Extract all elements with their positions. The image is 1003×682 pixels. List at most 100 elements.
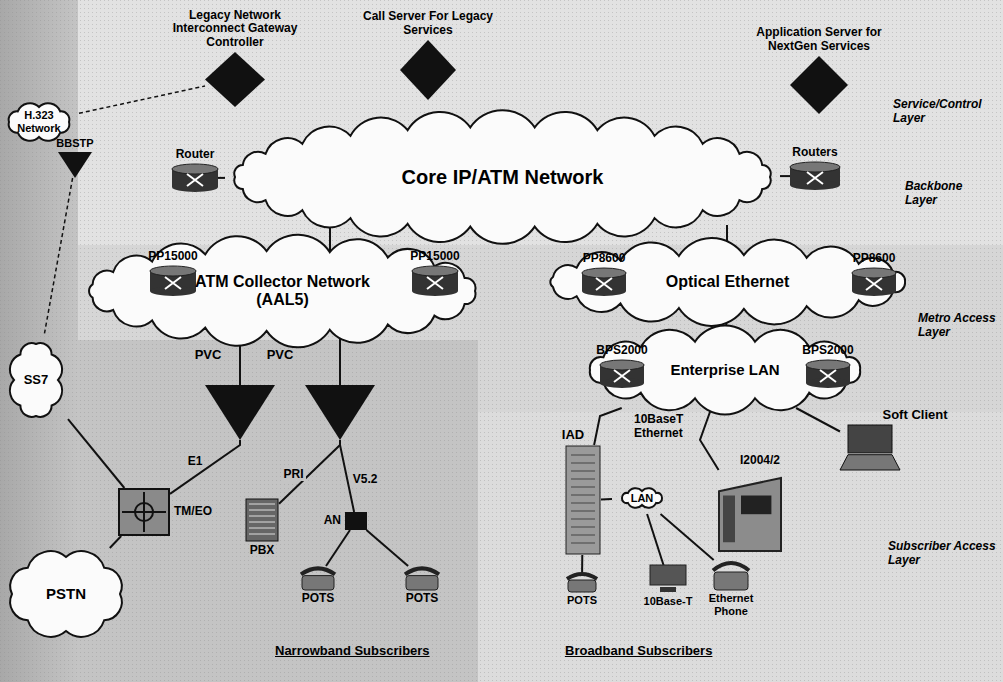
laptop-base — [840, 455, 900, 470]
connector — [601, 498, 612, 500]
edge-label-text: V5.2 — [353, 472, 378, 486]
node-label: Enterprise LAN — [670, 361, 779, 378]
text-holder: Application Server for NextGen Services — [747, 26, 892, 54]
text-holder: PBX — [250, 544, 275, 558]
node-shape — [582, 268, 626, 296]
layer-name: Subscriber Access Layer — [888, 540, 998, 568]
node-shape — [150, 266, 196, 296]
cylinder-top — [852, 268, 896, 278]
triangle-symbol — [205, 385, 275, 440]
pbx-slot — [249, 510, 275, 511]
connector — [796, 408, 840, 432]
switch-icon: PP15000 — [412, 266, 458, 296]
switch-icon: PP8600 — [582, 268, 626, 296]
node-label: PP15000 — [410, 250, 459, 264]
cloud-outline — [550, 238, 905, 326]
text-holder: PVC — [195, 348, 222, 363]
node-label: IAD — [562, 428, 584, 443]
connector — [218, 177, 225, 179]
node-label: Legacy Network Interconnect Gateway Cont… — [171, 9, 299, 50]
text-holder: Core IP/ATM Network — [402, 166, 604, 189]
node-shape — [840, 425, 900, 470]
text-holder: TM/EO — [174, 505, 212, 519]
pbx-slot — [249, 516, 275, 517]
connector — [366, 530, 408, 566]
edge-label-text: PRI — [283, 467, 303, 481]
access-node: AN — [345, 512, 367, 530]
text-holder: PP15000 — [410, 250, 459, 264]
node-shape — [566, 572, 598, 592]
text-holder: Router — [176, 148, 215, 162]
text-holder: Call Server For Legacy Services — [358, 10, 498, 38]
server-diamond: Legacy Network Interconnect Gateway Cont… — [205, 52, 265, 107]
iad-vent — [571, 527, 595, 528]
pvc-triangle: PVC — [305, 385, 375, 440]
phone-base — [568, 580, 596, 592]
node-label: BPS2000 — [802, 344, 853, 358]
cylinder-top — [806, 360, 850, 370]
edge-label: PRI — [281, 467, 305, 481]
switch-cross — [614, 370, 630, 382]
connector — [44, 178, 72, 335]
diamond-symbol — [400, 40, 456, 100]
stp-triangle: BBSTP — [58, 152, 92, 178]
layer-name: Metro Access Layer — [918, 312, 998, 340]
network-cloud: LAN — [612, 482, 672, 514]
node-label: Core IP/ATM Network — [402, 166, 604, 189]
phone-handset — [405, 568, 439, 574]
text-holder: ATM Collector Network(AAL5) — [195, 273, 370, 310]
node-label: LAN — [631, 492, 654, 505]
cloud-outline — [10, 343, 62, 417]
phone-base — [714, 572, 748, 590]
triangle-symbol — [305, 385, 375, 440]
node-label: Ethernet Phone — [701, 592, 761, 617]
node-shape — [648, 565, 688, 593]
cylinder-base — [790, 180, 840, 190]
iad-icon: IAD — [565, 445, 601, 555]
pvc-triangle: PVC — [205, 385, 275, 440]
switch-cross — [820, 370, 836, 382]
server-diamond: Application Server for NextGen Services — [790, 56, 848, 114]
pbx-slot — [249, 528, 275, 529]
node-shape — [806, 360, 850, 388]
node-shape — [205, 385, 275, 440]
cylinder-base — [582, 286, 626, 296]
text-holder: I2004/2 — [740, 454, 780, 468]
connector — [340, 440, 354, 512]
ip-phone-handset — [723, 496, 735, 543]
text-holder: 10Base-T — [644, 595, 693, 608]
cylinder-top — [582, 268, 626, 278]
network-cloud: Enterprise LANBPS2000BPS2000 — [580, 332, 870, 408]
text-holder: Optical Ethernet — [666, 273, 790, 291]
phone-handset — [713, 563, 749, 571]
node-label: Routers — [792, 146, 837, 160]
iad-vent — [571, 455, 595, 456]
node-label: POTS — [406, 592, 439, 606]
triangle-symbol — [58, 152, 92, 178]
node-shape — [404, 566, 440, 590]
phone-icon: Ethernet Phone — [712, 560, 750, 590]
switch-cross — [122, 492, 166, 532]
node-label: PVC — [195, 348, 222, 363]
node-shape — [245, 498, 279, 542]
node-shape — [400, 40, 456, 100]
cylinder-top — [150, 266, 196, 276]
text-holder: LAN — [631, 492, 654, 505]
node-label: Optical Ethernet — [666, 273, 790, 291]
label-text: Service/Control Layer — [893, 98, 1001, 126]
node-shape — [705, 470, 785, 555]
switch-cross — [187, 174, 203, 186]
cylinder-top — [600, 360, 644, 370]
layer-name: Service/Control Layer — [893, 98, 1001, 126]
node-label: PVC — [267, 348, 294, 363]
label-text: Metro Access Layer — [918, 312, 998, 340]
cloud-outline — [590, 326, 860, 415]
node-shape — [790, 162, 840, 190]
ip-phone-body — [719, 478, 781, 551]
region-title: Narrowband Subscribers — [275, 644, 430, 659]
node-label: POTS — [302, 592, 335, 606]
cylinder-base — [150, 286, 196, 296]
cylinder-base — [172, 182, 218, 192]
